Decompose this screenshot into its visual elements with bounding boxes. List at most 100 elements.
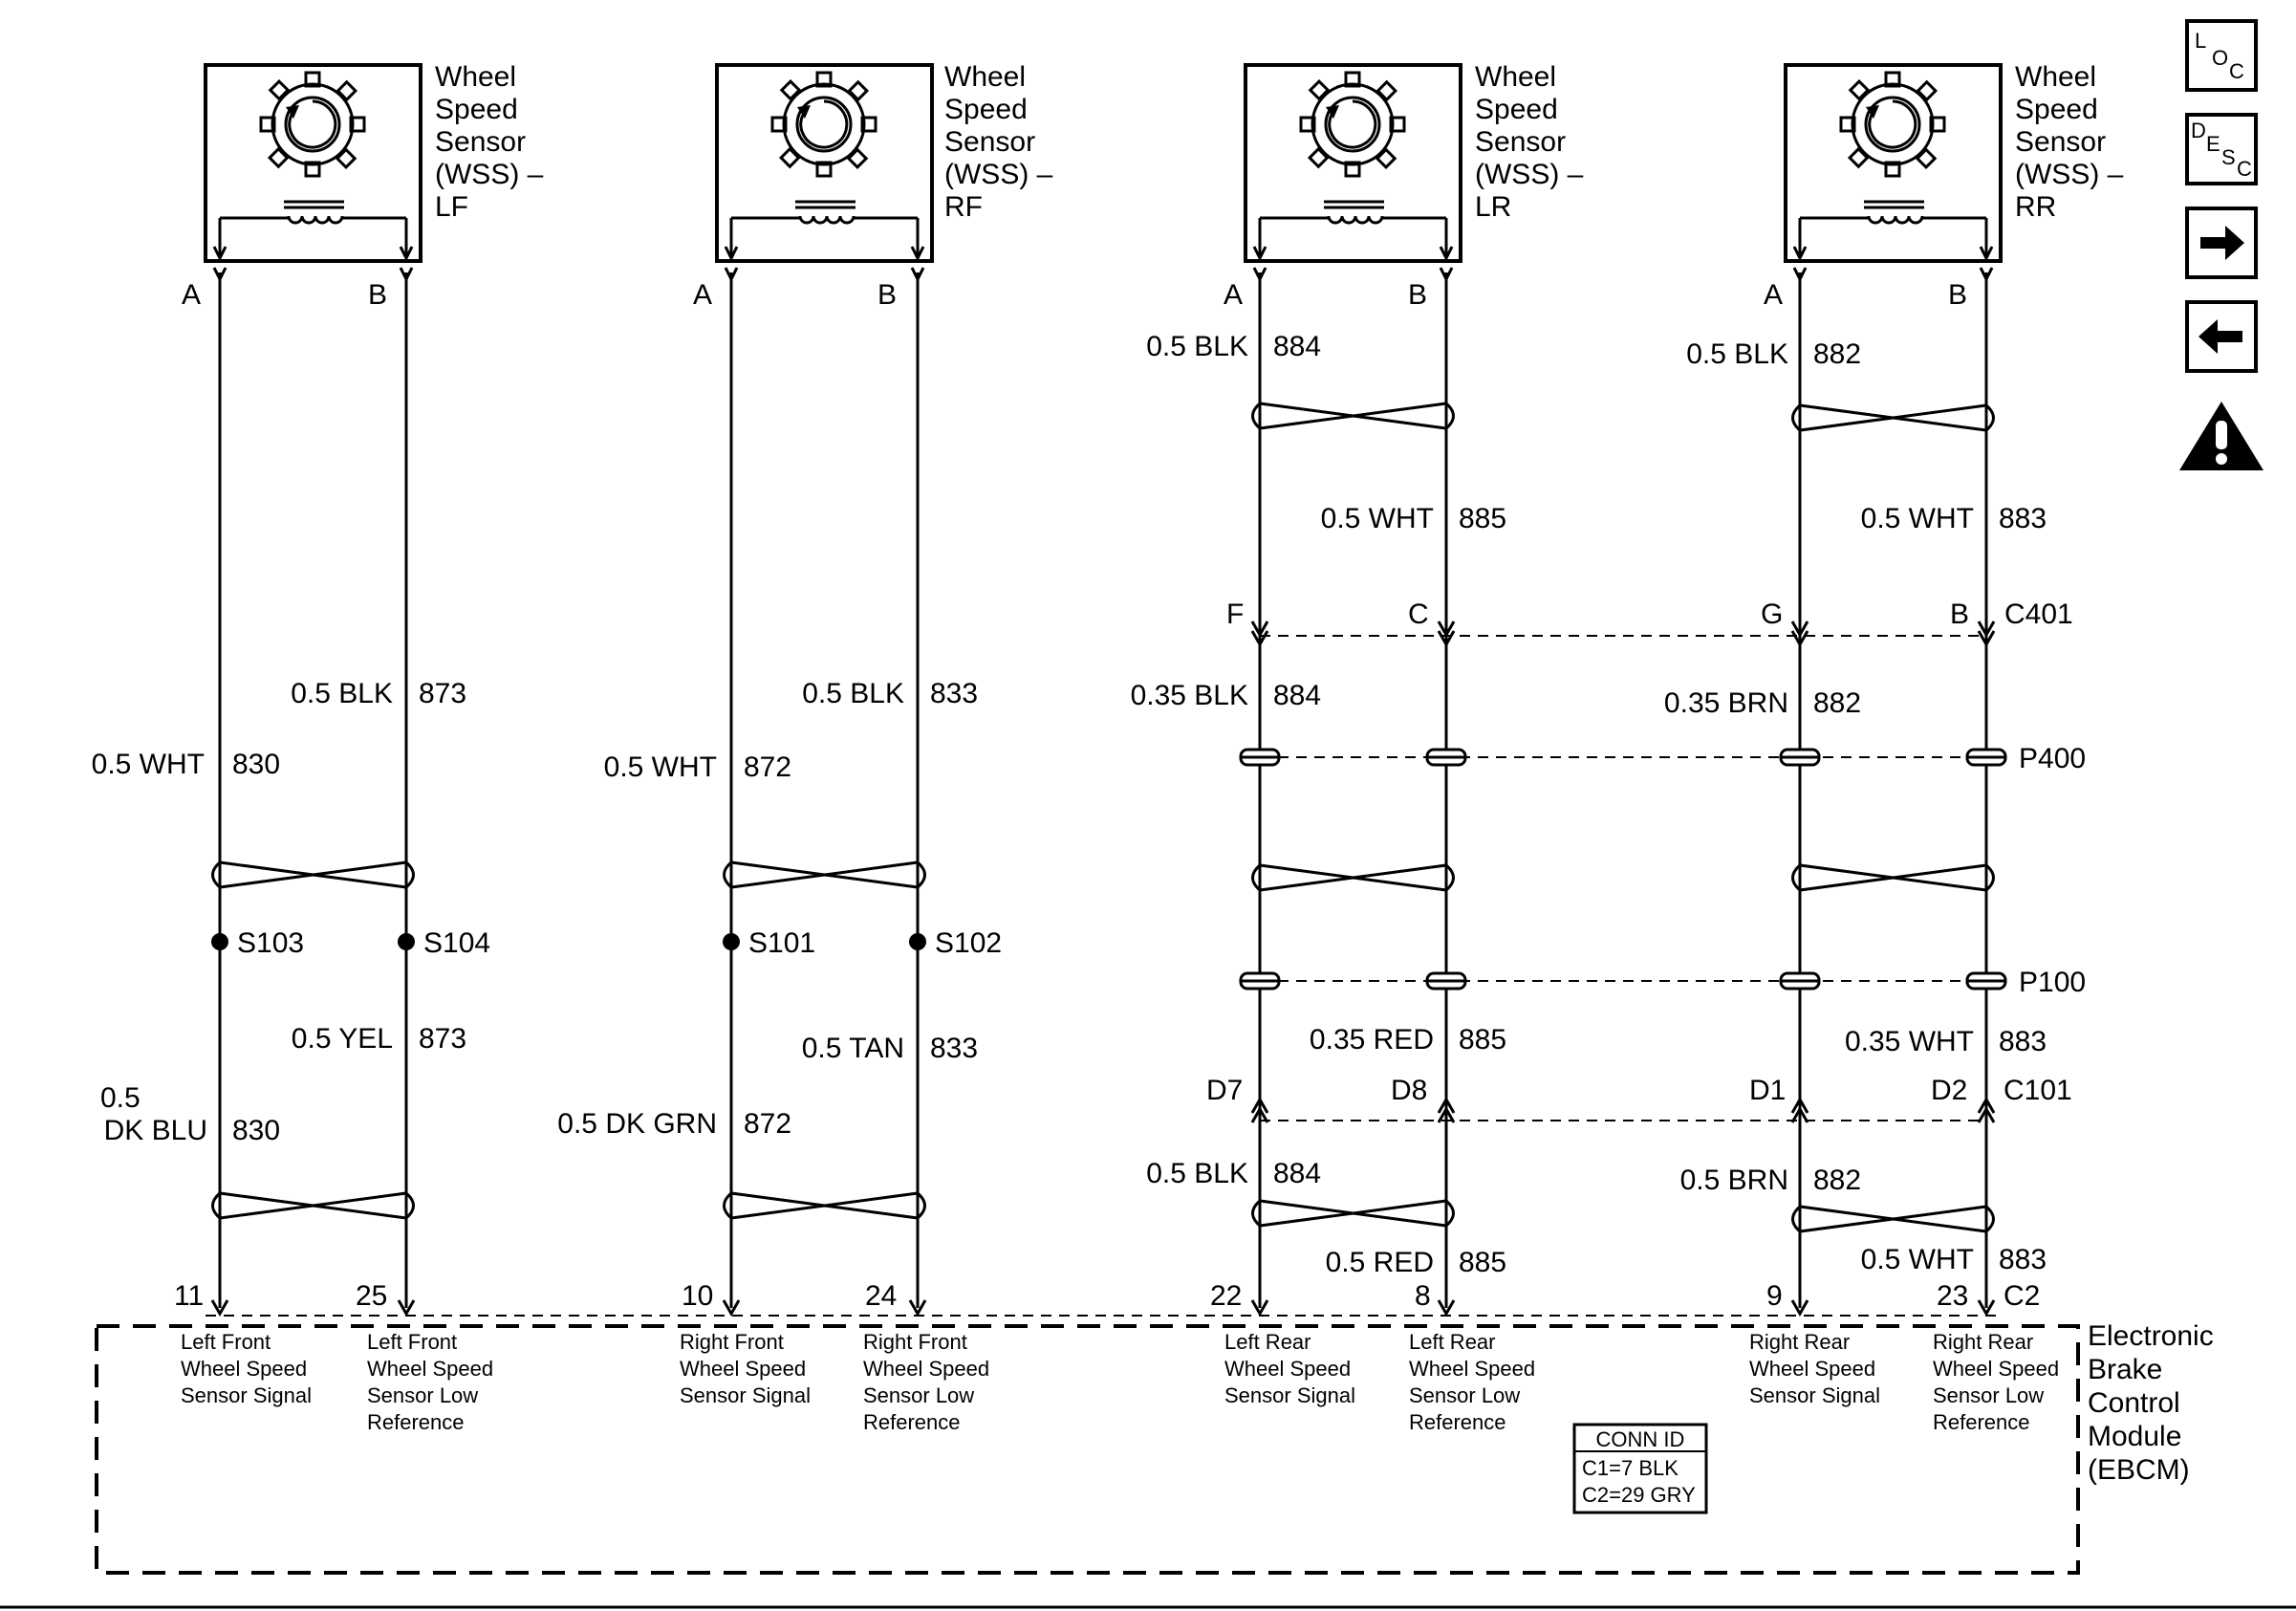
coil-icon: [1252, 200, 1454, 262]
desc-letter: E: [2206, 132, 2220, 156]
back-button[interactable]: [2185, 300, 2258, 373]
sensor-title-l4: (WSS) –: [1475, 159, 1584, 190]
location-button[interactable]: L O C: [2185, 19, 2258, 92]
pin-label: A: [182, 279, 201, 311]
terminal-text: Left Front: [367, 1330, 457, 1354]
sensor-title-l3: Sensor: [2015, 126, 2106, 158]
wire-color: 0.35 BLK: [1131, 680, 1248, 711]
splice-dot: [398, 933, 415, 950]
wire-circuit: 882: [1813, 1165, 1861, 1196]
sensor-title-l1: Wheel: [944, 61, 1026, 93]
sensor-title-l3: Sensor: [944, 126, 1035, 158]
twisted-pair-symbol: [1251, 863, 1455, 892]
desc-icon[interactable]: [2185, 113, 2258, 185]
module-name: Module: [2088, 1421, 2181, 1452]
pin-label: A: [693, 279, 712, 311]
connector-pin: D1: [1749, 1075, 1786, 1106]
warning-button[interactable]: [2179, 402, 2264, 470]
terminal-text: Reference: [367, 1410, 465, 1434]
module-name: Brake: [2088, 1354, 2162, 1385]
nav-panel: L O C D E S C: [2179, 19, 2264, 470]
wire-color: 0.5 BLK: [1146, 1158, 1248, 1189]
twisted-pair-symbol: [211, 1191, 415, 1220]
wire-color: 0.5 BRN: [1680, 1165, 1788, 1196]
wire-circuit: 873: [419, 1023, 466, 1055]
forward-arrow-icon: [2200, 226, 2244, 260]
sensor-lf: Wheel Speed Sensor (WSS) – LF: [204, 61, 544, 263]
connector-pin: 22: [1210, 1280, 1242, 1312]
connector-pin: D7: [1206, 1075, 1243, 1106]
connector-name: C101: [2004, 1075, 2072, 1106]
wire-color: 0.5 BLK: [291, 678, 393, 709]
sensor-title-l5: RR: [2015, 191, 2056, 223]
wire-color: 0.5 BLK: [802, 678, 904, 709]
pin-label: B: [877, 279, 897, 311]
pin-label: B: [368, 279, 387, 311]
terminal-text: Sensor Low: [1933, 1383, 2044, 1407]
tone-wheel-icon: [1299, 71, 1406, 178]
sensor-title-l4: (WSS) –: [435, 159, 544, 190]
sensor-box: [1784, 63, 2003, 263]
terminal-text: Right Front: [863, 1330, 967, 1354]
terminal-text: Left Rear: [1409, 1330, 1496, 1354]
sensor-title-l5: RF: [944, 191, 983, 223]
wire-circuit: 833: [930, 678, 978, 709]
conn-id-title: CONN ID: [1596, 1427, 1685, 1451]
sensor-title-l4: (WSS) –: [944, 159, 1053, 190]
wire-circuit: 885: [1459, 1247, 1506, 1278]
back-arrow-icon: [2199, 319, 2242, 354]
connector-arrows: [212, 267, 1994, 283]
sensor-rr: Wheel Speed Sensor (WSS) – RR: [1784, 61, 2124, 263]
wire-color: 0.5 WHT: [1861, 1244, 1974, 1275]
wire-circuit: 872: [744, 751, 791, 783]
wire-circuit: 883: [1999, 503, 2047, 534]
twisted-pair-symbol: [211, 860, 415, 889]
connector-pin: 10: [682, 1280, 713, 1312]
wire-circuit: 830: [232, 1115, 280, 1146]
wire-circuit: 885: [1459, 503, 1506, 534]
wire-color: 0.5 RED: [1326, 1247, 1434, 1278]
splice-label: S104: [423, 927, 490, 959]
terminal-text: Right Rear: [1749, 1330, 1850, 1354]
wire-circuit: 882: [1813, 687, 1861, 719]
wire-circuit: 884: [1273, 1158, 1321, 1189]
tone-wheel-icon: [259, 71, 366, 178]
ebcm-module: Electronic Brake Control Module (EBCM) L…: [95, 1320, 2214, 1575]
module-name: Electronic: [2088, 1320, 2214, 1352]
wire-color: 0.35 RED: [1310, 1024, 1434, 1056]
wire-color: 0.35 WHT: [1845, 1026, 1974, 1057]
sensor-lr: Wheel Speed Sensor (WSS) – LR: [1244, 61, 1584, 263]
terminal-text: Wheel Speed: [1224, 1357, 1351, 1381]
wire-color: 0.5 WHT: [1321, 503, 1434, 534]
conn-id-table: CONN ID C1=7 BLK C2=29 GRY: [1572, 1423, 1708, 1514]
description-button[interactable]: D E S C: [2185, 113, 2258, 185]
twisted-pairs: [211, 402, 1995, 1233]
sensor-title-l3: Sensor: [1475, 126, 1566, 158]
splices: S103 S104 S101 S102: [211, 927, 1002, 959]
twisted-pair-symbol: [723, 1191, 926, 1220]
connector-pin: 25: [356, 1280, 387, 1312]
module-name: Control: [2088, 1387, 2180, 1419]
connector-pin: F: [1226, 599, 1244, 630]
conn-id-line: C1=7 BLK: [1582, 1456, 1679, 1480]
sensor-title-l2: Speed: [1475, 94, 1558, 125]
connector-pin: 9: [1766, 1280, 1783, 1312]
connector-c2: 11 25 10 24 22 8 9 23 C2: [174, 1280, 2040, 1317]
wire-color: 0.5 BLK: [1146, 331, 1248, 362]
terminal-text: Wheel Speed: [1749, 1357, 1875, 1381]
connector-pin: C: [1408, 599, 1429, 630]
connector-c401: F C G B C401: [1226, 599, 2073, 648]
loc-icon[interactable]: [2185, 19, 2258, 92]
twisted-pair-symbol: [1791, 1205, 1995, 1233]
wire-circuit: 883: [1999, 1026, 2047, 1057]
sensor-title-l1: Wheel: [435, 61, 516, 93]
terminal-text: Right Rear: [1933, 1330, 2033, 1354]
forward-button[interactable]: [2185, 207, 2258, 279]
terminal-text: Sensor Low: [367, 1383, 478, 1407]
connector-p400: P400: [1239, 743, 2086, 774]
sensor-title-l2: Speed: [435, 94, 518, 125]
twisted-pair-symbol: [1791, 863, 1995, 892]
coil-icon: [1792, 200, 1994, 262]
pin-label: A: [1764, 279, 1783, 311]
